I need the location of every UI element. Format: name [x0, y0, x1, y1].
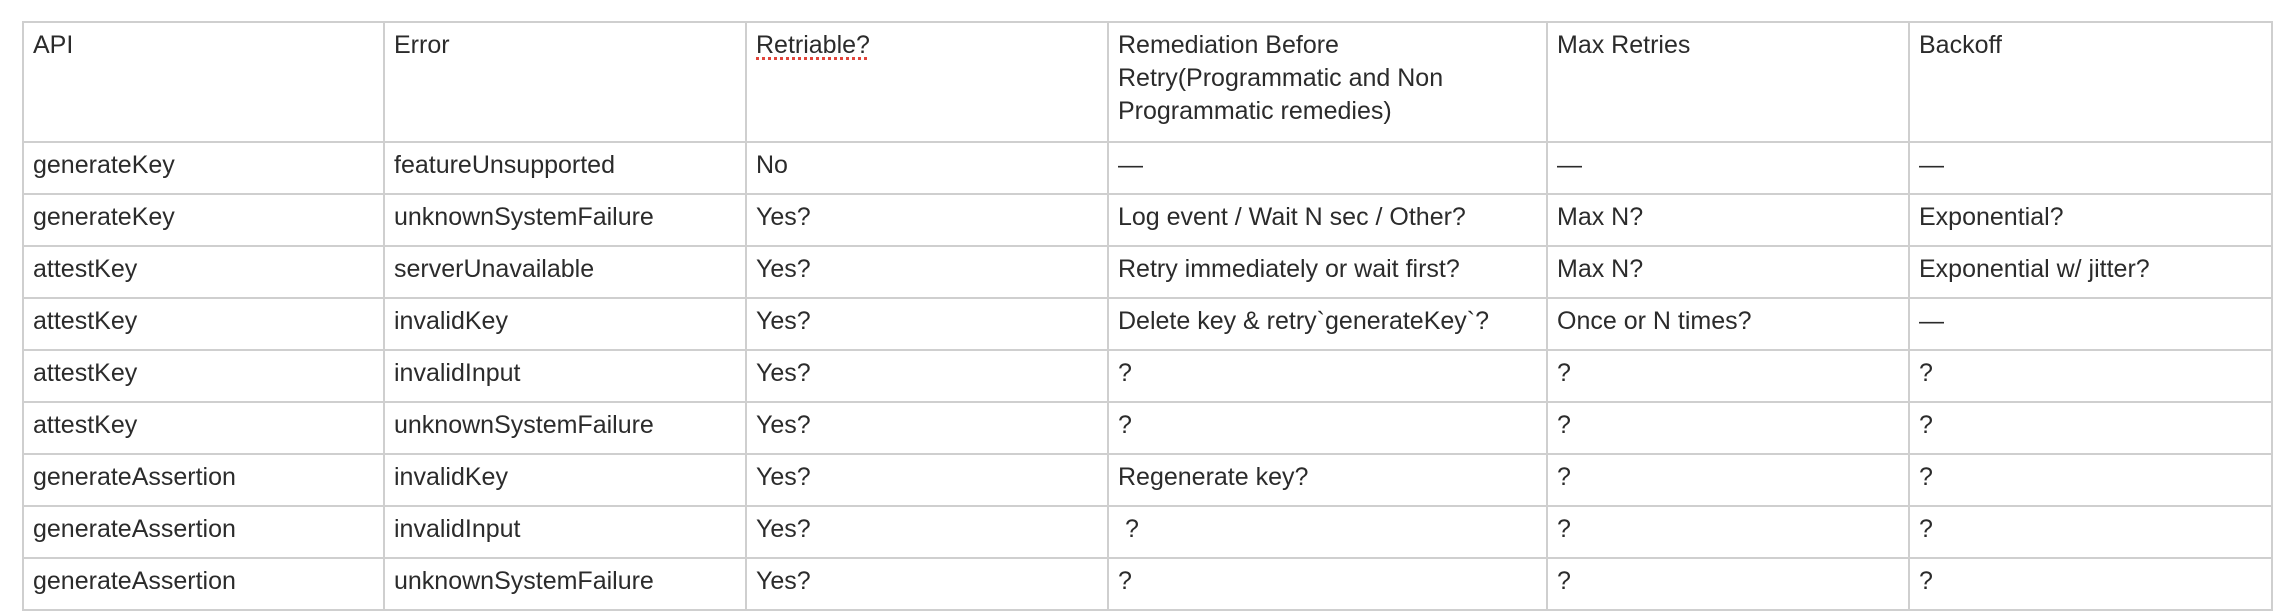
- table-cell-remediation: ?: [1107, 401, 1548, 455]
- table-row: generateAssertion invalidInput Yes? ? ? …: [22, 505, 2273, 559]
- table-cell-remediation: Retry immediately or wait first?: [1107, 245, 1548, 299]
- table-cell-max-retries: ?: [1546, 505, 1910, 559]
- table-cell-backoff: Exponential w/ jitter?: [1908, 245, 2273, 299]
- table-cell-retriable: Yes?: [745, 349, 1109, 403]
- table-cell-api: attestKey: [22, 297, 385, 351]
- table-cell-remediation: Log event / Wait N sec / Other?: [1107, 193, 1548, 247]
- table-row: generateKey featureUnsupported No — — —: [22, 141, 2273, 195]
- table-cell-max-retries: Once or N times?: [1546, 297, 1910, 351]
- table-cell-retriable: Yes?: [745, 245, 1109, 299]
- table-cell-remediation: ?: [1107, 505, 1548, 559]
- table-cell-remediation: ?: [1107, 349, 1548, 403]
- table-cell-retriable: Yes?: [745, 297, 1109, 351]
- table-cell-retriable: Yes?: [745, 453, 1109, 507]
- column-header-remediation: Remediation Before Retry(Programmatic an…: [1107, 21, 1548, 143]
- table-cell-error: featureUnsupported: [383, 141, 747, 195]
- table-row: generateAssertion unknownSystemFailure Y…: [22, 557, 2273, 611]
- table-cell-api: attestKey: [22, 401, 385, 455]
- table-row: attestKey invalidKey Yes? Delete key & r…: [22, 297, 2273, 351]
- header-row: API Error Retriable? Remediation Before …: [22, 21, 2273, 143]
- table-cell-remediation: —: [1107, 141, 1548, 195]
- table-cell-backoff: ?: [1908, 453, 2273, 507]
- table-cell-api: generateAssertion: [22, 557, 385, 611]
- table-row: attestKey invalidInput Yes? ? ? ?: [22, 349, 2273, 403]
- table-cell-remediation: Delete key & retry`generateKey`?: [1107, 297, 1548, 351]
- table-cell-retriable: Yes?: [745, 557, 1109, 611]
- column-header-api: API: [22, 21, 385, 143]
- table-cell-backoff: —: [1908, 297, 2273, 351]
- table-cell-remediation: Regenerate key?: [1107, 453, 1548, 507]
- table-cell-error: unknownSystemFailure: [383, 401, 747, 455]
- table-cell-backoff: —: [1908, 141, 2273, 195]
- table-row: generateKey unknownSystemFailure Yes? Lo…: [22, 193, 2273, 247]
- table-cell-error: serverUnavailable: [383, 245, 747, 299]
- table-cell-api: generateAssertion: [22, 453, 385, 507]
- table-cell-backoff: ?: [1908, 505, 2273, 559]
- table-cell-backoff: ?: [1908, 557, 2273, 611]
- table-row: attestKey unknownSystemFailure Yes? ? ? …: [22, 401, 2273, 455]
- table-cell-max-retries: —: [1546, 141, 1910, 195]
- table-cell-error: unknownSystemFailure: [383, 193, 747, 247]
- table-row: attestKey serverUnavailable Yes? Retry i…: [22, 245, 2273, 299]
- table-cell-api: attestKey: [22, 349, 385, 403]
- table-cell-backoff: Exponential?: [1908, 193, 2273, 247]
- table-cell-retriable: Yes?: [745, 401, 1109, 455]
- column-header-retriable-label: Retriable?: [756, 31, 870, 59]
- table-cell-remediation: ?: [1107, 557, 1548, 611]
- table-cell-retriable: No: [745, 141, 1109, 195]
- table-cell-error: invalidInput: [383, 349, 747, 403]
- table-cell-retriable: Yes?: [745, 505, 1109, 559]
- table-row: generateAssertion invalidKey Yes? Regene…: [22, 453, 2273, 507]
- table-cell-error: unknownSystemFailure: [383, 557, 747, 611]
- column-header-backoff: Backoff: [1908, 21, 2273, 143]
- table-cell-max-retries: ?: [1546, 557, 1910, 611]
- table-cell-error: invalidKey: [383, 297, 747, 351]
- retry-policy-table-container: API Error Retriable? Remediation Before …: [22, 21, 2273, 611]
- table-cell-api: generateKey: [22, 141, 385, 195]
- table-cell-api: generateKey: [22, 193, 385, 247]
- table-cell-max-retries: ?: [1546, 453, 1910, 507]
- retry-policy-table: API Error Retriable? Remediation Before …: [22, 21, 2273, 611]
- table-cell-max-retries: Max N?: [1546, 193, 1910, 247]
- table-cell-api: generateAssertion: [22, 505, 385, 559]
- table-cell-retriable: Yes?: [745, 193, 1109, 247]
- table-cell-backoff: ?: [1908, 401, 2273, 455]
- table-cell-error: invalidKey: [383, 453, 747, 507]
- column-header-error: Error: [383, 21, 747, 143]
- table-cell-error: invalidInput: [383, 505, 747, 559]
- table-cell-max-retries: ?: [1546, 349, 1910, 403]
- table-cell-api: attestKey: [22, 245, 385, 299]
- column-header-retriable: Retriable?: [745, 21, 1109, 143]
- column-header-max-retries: Max Retries: [1546, 21, 1910, 143]
- table-cell-max-retries: ?: [1546, 401, 1910, 455]
- table-cell-max-retries: Max N?: [1546, 245, 1910, 299]
- table-cell-backoff: ?: [1908, 349, 2273, 403]
